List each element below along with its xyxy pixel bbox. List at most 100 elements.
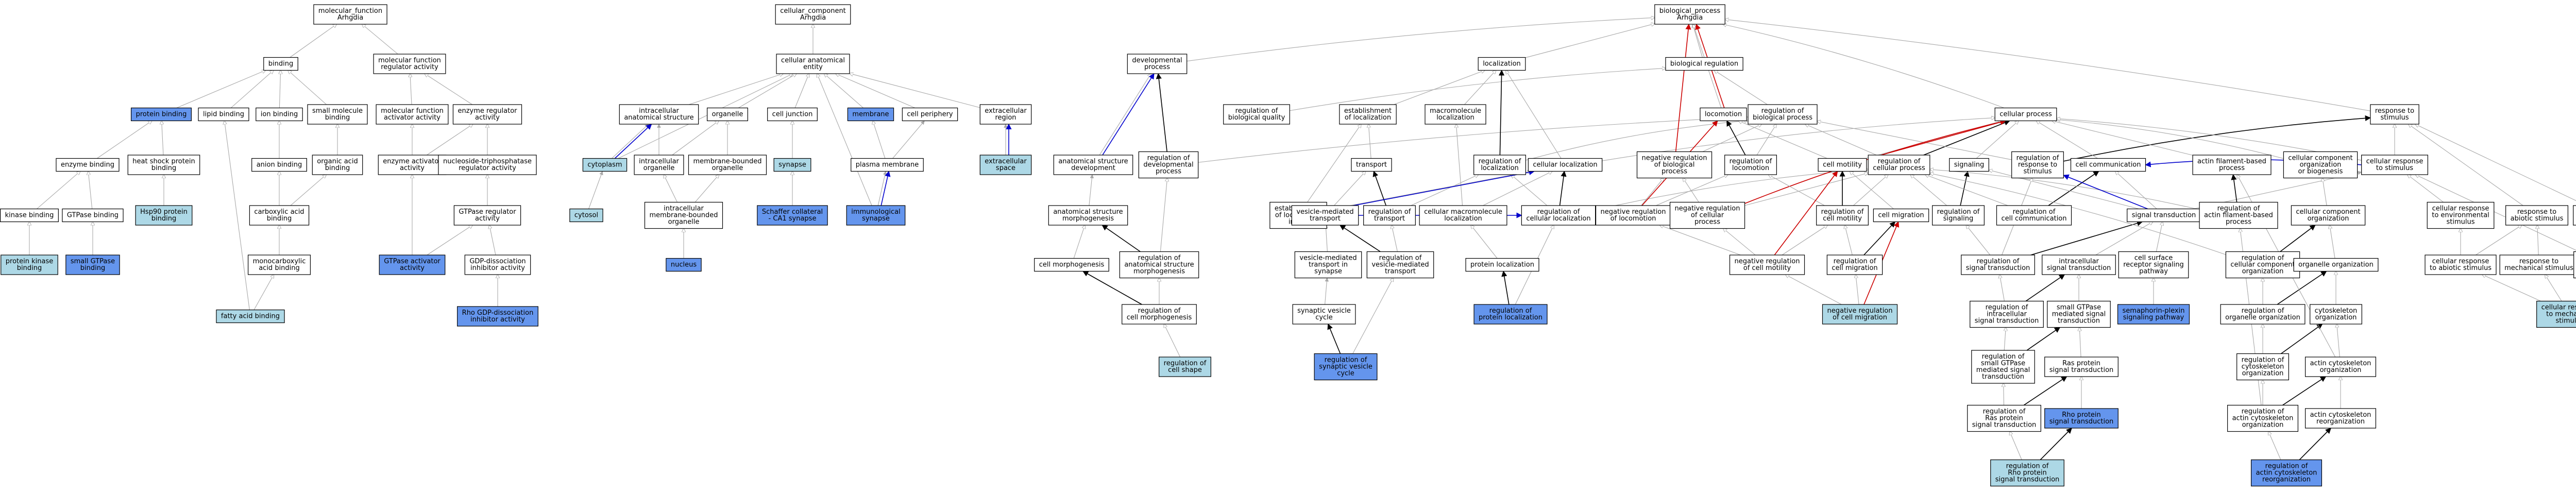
- go-term-node-schaffer-collateral-ca1-synapse[interactable]: Schaffer collateral- CA1 synapse: [757, 205, 828, 226]
- go-term-node-cell-morphogenesis[interactable]: cell morphogenesis: [1034, 258, 1109, 272]
- go-term-node-fatty-acid-binding[interactable]: fatty acid binding: [216, 309, 285, 324]
- go-term-node-organelle[interactable]: organelle: [707, 107, 748, 122]
- go-term-node-protein-binding[interactable]: protein binding: [130, 107, 192, 122]
- go-term-node-signal-transduction[interactable]: signal transduction: [2127, 208, 2201, 223]
- go-term-node-membrane[interactable]: membrane: [847, 107, 894, 122]
- go-term-node-localization[interactable]: localization: [1478, 57, 1526, 71]
- go-term-node-cell-migration[interactable]: cell migration: [1873, 208, 1929, 223]
- go-term-node-signaling[interactable]: signaling: [1949, 158, 1989, 172]
- go-term-node-plasma-membrane[interactable]: plasma membrane: [851, 158, 924, 172]
- go-term-node-cell-communication[interactable]: cell communication: [2070, 158, 2146, 172]
- go-term-node-enzyme-binding[interactable]: enzyme binding: [56, 158, 120, 172]
- go-term-node-locomotion[interactable]: locomotion: [1700, 107, 1747, 122]
- go-term-node-synapse[interactable]: synapse: [773, 158, 811, 172]
- go-term-node-cell-motility[interactable]: cell motility: [1818, 158, 1867, 172]
- go-term-node-cytoplasm[interactable]: cytoplasm: [582, 158, 628, 172]
- go-term-node-gtpase-binding[interactable]: GTPase binding: [62, 208, 124, 223]
- go-term-node-response-to-external-stimulus[interactable]: response toexternal stimulus: [2573, 205, 2576, 226]
- go-term-node-binding[interactable]: binding: [263, 57, 298, 71]
- go-term-node-anion-binding[interactable]: anion binding: [251, 158, 307, 172]
- go-term-node-lipid-binding[interactable]: lipid binding: [198, 107, 249, 122]
- go-term-node-cytosol[interactable]: cytosol: [569, 208, 603, 223]
- go-term-node-transport[interactable]: transport: [1351, 158, 1392, 172]
- go-term-node-cellular-localization[interactable]: cellular localization: [1528, 158, 1603, 172]
- go-term-node-kinase-binding[interactable]: kinase binding: [0, 208, 59, 223]
- go-term-node-organelle-organization[interactable]: organelle organization: [2293, 258, 2379, 272]
- go-term-node-cell-periphery[interactable]: cell periphery: [902, 107, 958, 122]
